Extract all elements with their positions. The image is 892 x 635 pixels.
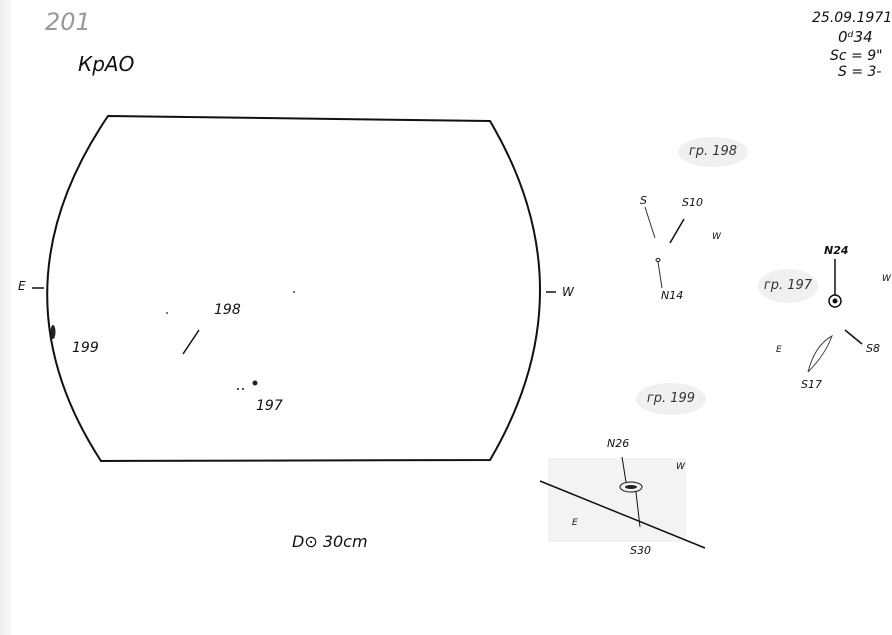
g198-label-s: S bbox=[640, 194, 647, 207]
seeing-value: Sc = 9" bbox=[830, 48, 883, 64]
group-198-arrow bbox=[182, 329, 200, 355]
quality-value: S = 3- bbox=[838, 64, 882, 80]
g198-label-w: W bbox=[712, 232, 721, 242]
group-197-label: 197 bbox=[256, 398, 283, 414]
west-label: W bbox=[562, 285, 574, 299]
g198-label-s10: S10 bbox=[682, 196, 703, 209]
observatory-label: КрАО bbox=[78, 52, 135, 76]
group-199-spot bbox=[50, 325, 56, 339]
g197-label-n24: N24 bbox=[824, 244, 849, 257]
diameter-note: D⊙ 30cm bbox=[292, 532, 368, 551]
solar-disk-outline bbox=[46, 114, 541, 463]
g199-label-w: W bbox=[676, 462, 685, 472]
g199-label-s30: S30 bbox=[630, 544, 651, 557]
g197-label-s8: S8 bbox=[866, 342, 880, 355]
sheet-number: 201 bbox=[45, 8, 91, 36]
group-198-label: 198 bbox=[214, 302, 241, 318]
group-198-tag: гр. 198 bbox=[678, 137, 748, 167]
scan-edge bbox=[0, 0, 12, 635]
group-199-label: 199 bbox=[72, 340, 99, 356]
group-197-spot bbox=[252, 380, 258, 386]
g197-label-e: E bbox=[776, 345, 782, 355]
g198-label-n14: N14 bbox=[661, 289, 684, 302]
east-label: E bbox=[18, 279, 26, 293]
observation-date: 25.09.1971 bbox=[812, 10, 892, 26]
g199-label-n26: N26 bbox=[607, 437, 630, 450]
group-197-tag: гр. 197 bbox=[758, 269, 818, 303]
group-199-tag: гр. 199 bbox=[636, 383, 706, 415]
g197-label-w: W bbox=[882, 274, 891, 284]
g199-label-e: E bbox=[572, 518, 578, 528]
observation-time: 0ᵈ34 bbox=[838, 28, 873, 46]
g197-label-s17: S17 bbox=[801, 378, 822, 391]
